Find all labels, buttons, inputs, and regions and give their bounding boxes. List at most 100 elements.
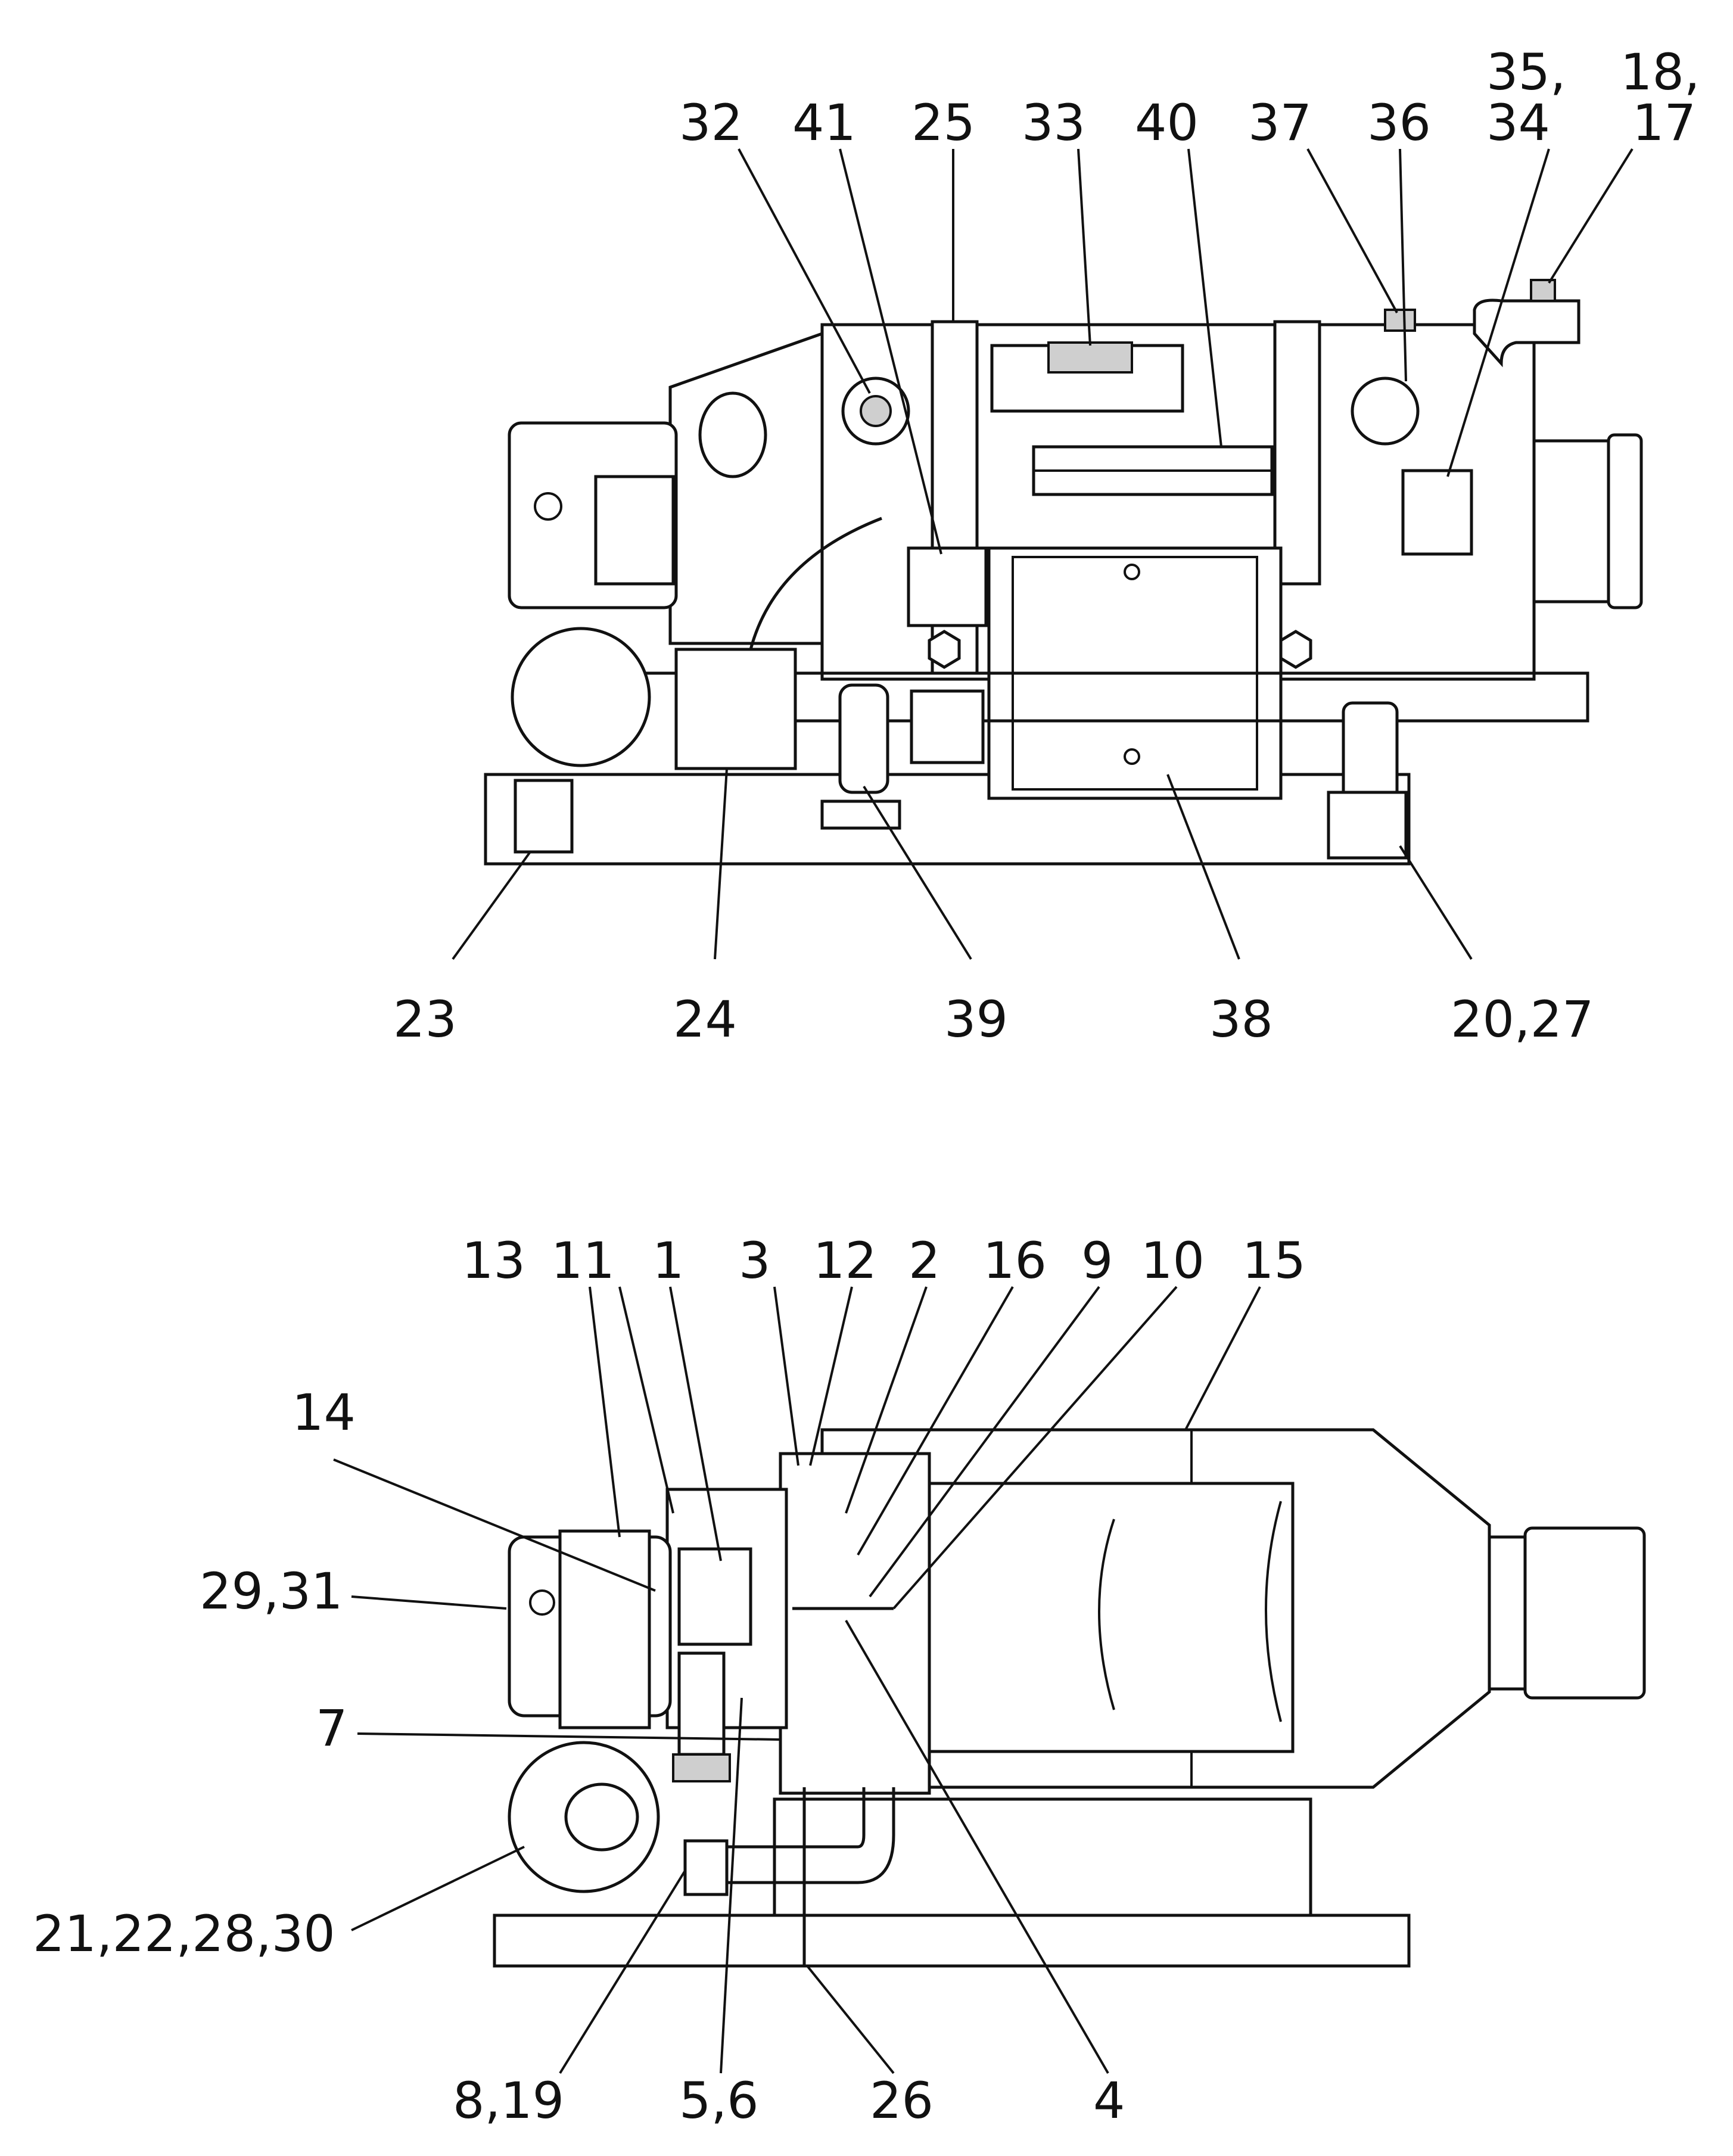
leader-40 — [1187, 148, 1222, 447]
callout-13: 13 — [462, 1231, 525, 1290]
pump-inlet — [564, 1782, 639, 1852]
leader-13 — [589, 1286, 621, 1538]
return-pipe-inner — [721, 1787, 866, 1849]
callout-34: 34 — [1486, 94, 1550, 152]
callout-1: 1 — [652, 1231, 684, 1290]
top-callout-labels: 32 41 25 33 40 37 36 35, 34 18, 17 23 24… — [393, 43, 1700, 1049]
callout-24: 24 — [673, 990, 737, 1049]
leader-4 — [845, 1619, 1109, 2074]
vent-elbow — [1473, 298, 1580, 368]
leader-34 — [1446, 148, 1550, 477]
leader-23 — [452, 851, 531, 960]
leader-26 — [806, 1965, 895, 2074]
leader-9 — [869, 1286, 1100, 1598]
leader-20-27 — [1399, 845, 1473, 960]
callout-16: 16 — [983, 1231, 1047, 1290]
port-plug-36 — [1351, 377, 1420, 446]
callout-40: 40 — [1135, 94, 1199, 152]
leader-29-31 — [351, 1595, 507, 1610]
coupling — [683, 1839, 729, 1896]
starter-end — [558, 1529, 651, 1729]
leader-38 — [1166, 774, 1240, 960]
leader-2 — [845, 1286, 928, 1514]
callout-33: 33 — [1022, 94, 1085, 152]
callout-20-27: 20,27 — [1451, 990, 1594, 1049]
vent-valve — [1530, 279, 1556, 302]
top-view-assembly — [484, 279, 1643, 866]
callout-35: 35, — [1486, 43, 1566, 101]
leader-41 — [839, 148, 942, 555]
callout-7: 7 — [316, 1699, 347, 1757]
hex-nut — [928, 630, 961, 669]
hose — [749, 517, 882, 650]
callout-32: 32 — [679, 94, 743, 152]
leader-15 — [1184, 1286, 1261, 1430]
return-pipe — [721, 1787, 895, 1884]
callout-2: 2 — [908, 1231, 940, 1290]
baffle-left — [1098, 1519, 1115, 1710]
carry-handle — [990, 344, 1184, 413]
leader-11 — [618, 1286, 674, 1514]
callout-4: 4 — [1093, 2071, 1125, 2130]
leader-36 — [1399, 148, 1407, 382]
bottom-callout-labels: 13 11 1 3 12 2 16 9 10 15 14 29,31 7 21,… — [33, 1231, 1306, 2130]
handle-grip — [1047, 341, 1133, 374]
valve-block — [677, 1547, 752, 1646]
callout-41: 41 — [792, 94, 856, 152]
callout-29-31: 29,31 — [200, 1562, 343, 1620]
leader-7 — [357, 1732, 781, 1741]
callout-12: 12 — [813, 1231, 877, 1290]
mount-bracket — [1401, 469, 1473, 556]
strap-right — [1273, 320, 1321, 586]
leader-24 — [714, 768, 728, 960]
callout-37: 37 — [1248, 94, 1312, 152]
starter-bolt — [529, 1589, 555, 1616]
leader-12 — [809, 1286, 853, 1466]
leader-8-19 — [559, 1869, 686, 2074]
callout-8-19: 8,19 — [453, 2071, 564, 2130]
control-box-screw — [1124, 564, 1140, 580]
pump-section — [779, 1452, 931, 1795]
callout-17: 17 — [1632, 94, 1696, 152]
leader-33 — [1077, 148, 1091, 346]
bottom-view-assembly — [493, 1428, 1646, 1968]
outlet-flange — [1523, 1526, 1646, 1700]
callout-15: 15 — [1242, 1231, 1306, 1290]
leader-21-22-28-30 — [351, 1846, 525, 1931]
baffle-right — [1265, 1501, 1282, 1722]
callout-14: 14 — [292, 1383, 356, 1442]
support-block — [773, 1797, 1312, 1917]
inspection-port — [698, 391, 767, 478]
top-leader-lines — [452, 148, 1634, 960]
callout-39: 39 — [944, 990, 1008, 1049]
oil-filter-mount — [1327, 791, 1408, 860]
callout-21-22-28-30: 21,22,28,30 — [33, 1905, 335, 1963]
callout-9: 9 — [1081, 1231, 1113, 1290]
leader-14 — [333, 1458, 656, 1592]
inner-chamber — [928, 1482, 1295, 1753]
leader-39 — [863, 785, 972, 960]
clip-37 — [1384, 309, 1416, 332]
callout-5-6: 5,6 — [679, 2071, 759, 2130]
callout-38: 38 — [1209, 990, 1273, 1049]
coupling-24 — [674, 648, 797, 770]
callout-3: 3 — [739, 1231, 770, 1290]
port-plug-inner — [860, 395, 892, 427]
leader-17 — [1548, 148, 1634, 284]
callout-36: 36 — [1367, 94, 1431, 152]
callout-10: 10 — [1141, 1231, 1205, 1290]
callout-26: 26 — [870, 2071, 934, 2130]
leader-1 — [669, 1286, 722, 1561]
fuel-filter — [838, 683, 889, 794]
starter-bolt — [534, 492, 562, 521]
leader-16 — [857, 1286, 1014, 1556]
bottom-leader-lines — [333, 1286, 1261, 2074]
callout-25: 25 — [911, 94, 975, 152]
leader-10 — [892, 1286, 1178, 1610]
outlet-flange — [1607, 433, 1643, 609]
switch-box — [907, 546, 988, 627]
leader-3 — [773, 1286, 799, 1466]
starter-cap — [594, 475, 675, 586]
relay-box — [910, 689, 985, 764]
